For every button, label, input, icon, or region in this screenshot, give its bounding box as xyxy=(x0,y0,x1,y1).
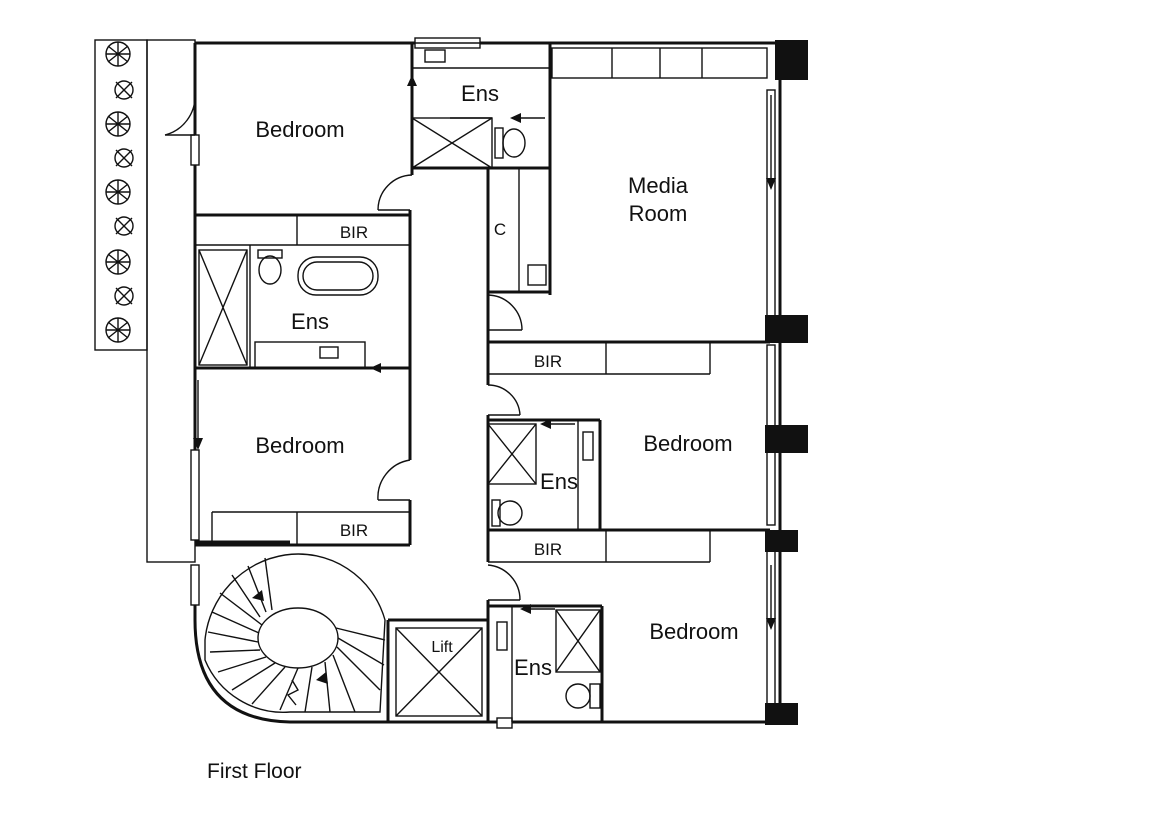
sliding-door-arrows xyxy=(193,95,776,630)
label-media-line2: Room xyxy=(629,201,688,226)
spiral-staircase xyxy=(204,553,386,713)
media-cabinetry xyxy=(551,47,768,79)
label-ens-top: Ens xyxy=(461,81,499,106)
label-bedroom-top-left: Bedroom xyxy=(255,117,344,142)
label-media-line1: Media xyxy=(628,173,689,198)
door-swings xyxy=(164,94,523,601)
label-closet-c: C xyxy=(494,220,506,239)
stair-treads xyxy=(207,557,386,713)
balcony-planter xyxy=(94,39,196,563)
structural-columns xyxy=(765,40,808,725)
door-arrows xyxy=(370,75,575,614)
label-bir-right-bottom: BIR xyxy=(534,540,562,559)
label-bedroom-right-mid: Bedroom xyxy=(643,431,732,456)
label-ens-left: Ens xyxy=(291,309,329,334)
plant-icons xyxy=(105,41,134,343)
label-bedroom-right-bottom: Bedroom xyxy=(649,619,738,644)
label-lift: Lift xyxy=(431,639,453,656)
room-labels: Bedroom Ens Media Room BIR C Ens BIR Bed… xyxy=(255,81,738,680)
floor-caption: First Floor xyxy=(207,760,302,783)
fixtures xyxy=(198,49,601,717)
label-bir-left-bottom: BIR xyxy=(340,521,368,540)
label-bir-left-top: BIR xyxy=(340,223,368,242)
interior-walls xyxy=(195,43,770,722)
label-bedroom-left-lower: Bedroom xyxy=(255,433,344,458)
label-ens-bottom: Ens xyxy=(514,655,552,680)
label-bir-right-mid: BIR xyxy=(534,352,562,371)
label-ens-right-mid: Ens xyxy=(540,469,578,494)
